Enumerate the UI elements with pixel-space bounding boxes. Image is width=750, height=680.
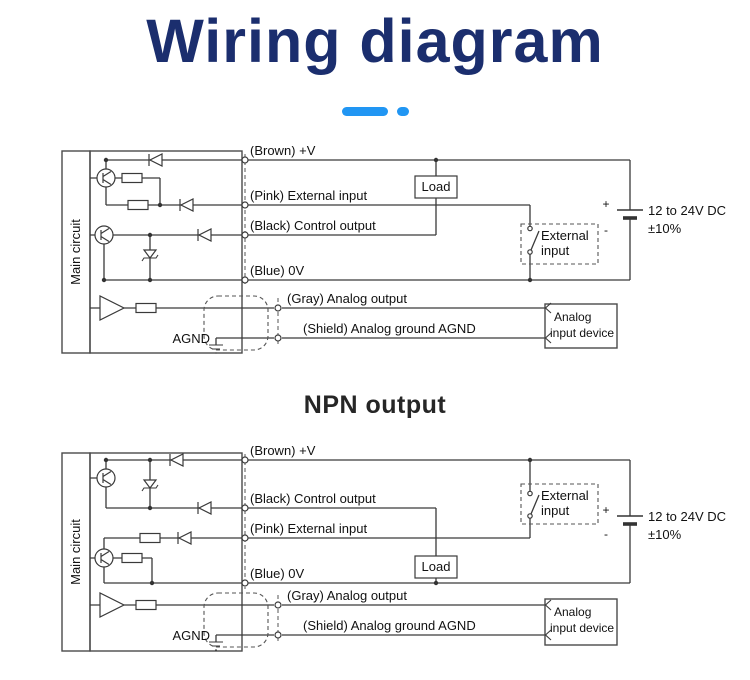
resistor-icon [121,172,143,184]
switch-icon [527,225,533,232]
wire-label-blue: (Blue) 0V [250,566,305,581]
wiring-diagram-top: Main circuit Load External input [61,146,726,354]
wire-rails [104,459,630,584]
agnd-label: AGND [172,628,210,643]
power-voltage-label: 12 to 24V DC [648,203,726,218]
zener-diode-icon [142,479,158,489]
external-input-label: input [541,503,570,518]
analog-output-section: AGND [90,295,545,354]
agnd-label: AGND [172,331,210,346]
power-supply: + - 12 to 24V DC ±10% [602,460,726,583]
junction-dots [103,457,533,586]
section-label-npn-output: NPN output [303,391,447,419]
minus-sign: - [604,223,608,237]
page-title: Wiring diagram [146,7,604,75]
analog-device-label: Analog [554,310,591,324]
external-input-label: input [541,243,570,258]
circuit-body [89,452,243,652]
opamp-icon [99,592,126,618]
wire-label-gray: (Gray) Analog output [287,588,407,603]
transistor-icon [94,548,114,568]
load-label: Load [422,179,451,194]
arrow-icon [544,599,552,641]
main-circuit-label: Main circuit [68,219,83,285]
diode-icon [177,531,192,545]
main-circuit-box: Main circuit [61,150,243,354]
wire-label-shield: (Shield) Analog ground AGND [303,618,476,633]
power-tolerance-label: ±10% [648,527,682,542]
shield-capsule [203,592,269,648]
transistor-icon [94,225,114,245]
arrow-icon [544,302,552,344]
diode-icon [197,228,212,242]
analog-device-label: input device [550,326,614,340]
switch-icon [527,490,533,497]
wire-labels: (Brown) +V (Pink) External input (Black)… [250,146,476,336]
wire-rails [104,159,630,281]
connector-points [241,454,282,643]
power-voltage-label: 12 to 24V DC [648,509,726,524]
accent-dash-long-icon [341,107,388,116]
plus-sign: + [602,503,609,517]
internal-components [90,153,212,280]
diode-icon [197,501,212,515]
load-box: Load [414,508,458,583]
wire-labels: (Brown) +V (Black) Control output (Pink)… [250,446,476,633]
external-input-switch: External input [520,205,599,280]
resistor-icon [135,599,157,611]
resistor-icon [127,199,149,211]
plus-sign: + [602,197,609,211]
wire-label-pink: (Pink) External input [250,521,367,536]
wire-label-brown: (Brown) +V [250,446,316,458]
wire-label-blue: (Blue) 0V [250,263,305,278]
wire-label-pink: (Pink) External input [250,188,367,203]
resistor-icon [135,302,157,314]
circuit-body [89,150,243,354]
diode-icon [169,453,184,467]
ground-icon [209,344,223,354]
analog-input-device: Analog input device [544,302,618,349]
power-tolerance-label: ±10% [648,221,682,236]
main-circuit-label: Main circuit [68,519,83,585]
analog-output-section: AGND [90,592,545,651]
analog-device-label: input device [550,621,614,635]
diode-icon [148,153,163,167]
external-input-switch: External input [520,460,599,538]
ground-icon [209,641,223,651]
wire-label-black: (Black) Control output [250,491,376,506]
load-box: Load [414,160,458,235]
external-input-label: External [541,488,589,503]
wiring-diagram-bottom: Main circuit Load External input [61,446,726,652]
load-label: Load [422,559,451,574]
main-circuit-box: Main circuit [61,452,243,652]
wire-label-black: (Black) Control output [250,218,376,233]
internal-components [90,453,212,583]
resistor-icon [121,552,143,564]
junction-dots [101,157,533,283]
accent-dash-short-icon [396,107,409,116]
zener-diode-icon [142,249,158,259]
transistor-icon [96,168,116,188]
opamp-icon [99,295,126,321]
wire-label-gray: (Gray) Analog output [287,291,407,306]
shield-capsule [203,295,269,351]
analog-input-device: Analog input device [544,598,618,646]
wire-label-brown: (Brown) +V [250,146,316,158]
minus-sign: - [604,527,608,541]
external-input-label: External [541,228,589,243]
connector-points [241,154,282,346]
title-accent [0,107,750,116]
wire-label-shield: (Shield) Analog ground AGND [303,321,476,336]
transistor-icon [96,468,116,488]
diode-icon [179,198,194,212]
power-supply: + - 12 to 24V DC ±10% [602,160,726,280]
analog-device-label: Analog [554,605,591,619]
resistor-icon [139,532,161,544]
